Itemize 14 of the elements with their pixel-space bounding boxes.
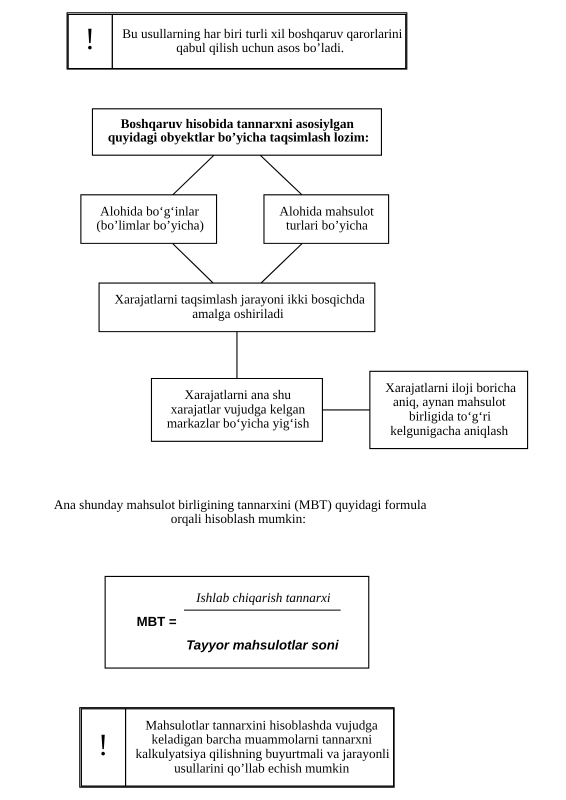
node-box: Xarajatlarni ana shu xarajatlar vujudga kelgan markazlar bo‘yicha yig‘ish (150, 378, 323, 442)
connector (260, 154, 302, 196)
node-box: Xarajatlarni taqsimlash jarayoni ikki bosqichda amalga oshiriladi (98, 282, 376, 332)
node-box: Ishlab chiqarish tannarxi MBT = Tayyor mahsulotlar soni (104, 576, 370, 669)
connector (322, 409, 370, 410)
connector (236, 332, 238, 378)
connector (260, 243, 302, 284)
connector (172, 155, 214, 196)
label: Ana shunday mahsulot birligining tannarxini (MBT) quyidagi formula orqali hisoblash mumkin: (54, 496, 426, 526)
node-box: Alohida mahsulot turlari bo’yicha (263, 194, 390, 244)
connector (172, 243, 214, 284)
node-box: Xarajatlarni iloji boricha aniq, aynan mahsulot birligida to‘g‘ri kelgunigacha aniqlash (369, 370, 528, 450)
node-box: Boshqaruv hisobida tannarxni asosiylgan quyidagi obyektlar bo’yicha taqsimlash lozim: (92, 108, 382, 156)
node-box: Alohida bo‘g‘inlar (bo’limlar bo’yicha) (80, 194, 218, 244)
